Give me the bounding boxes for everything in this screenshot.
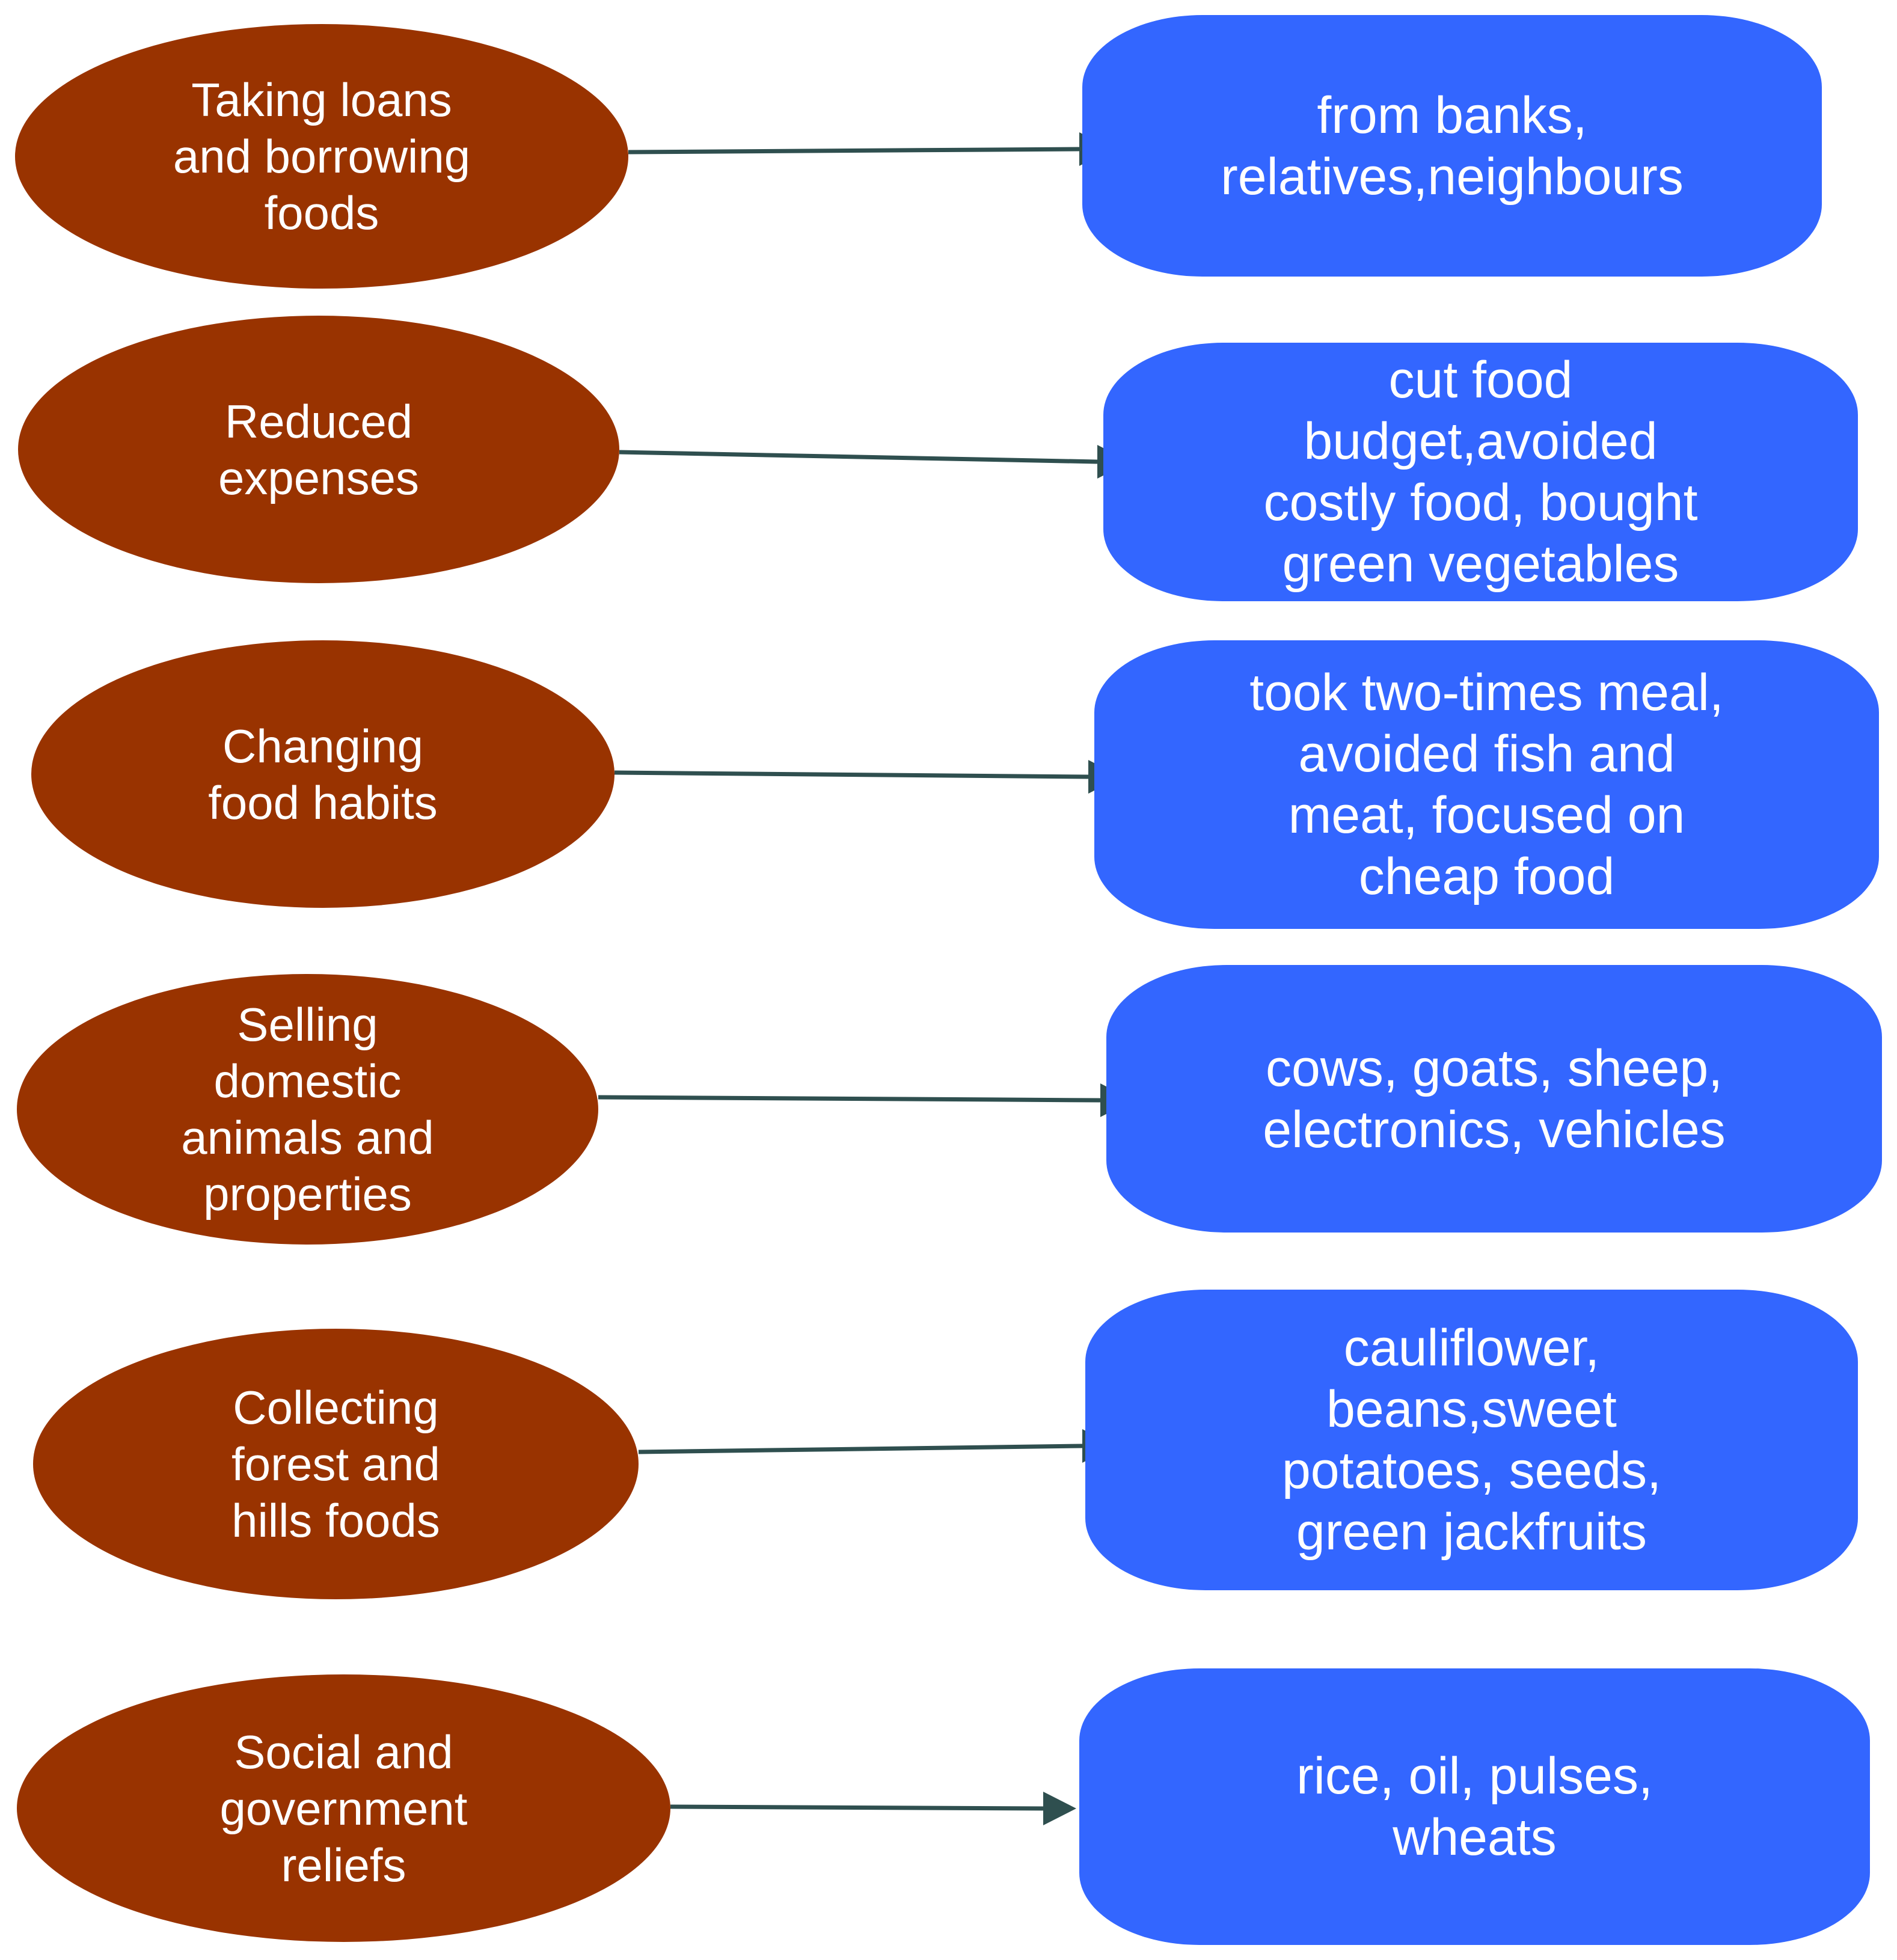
strategy-node-loans: Taking loans and borrowing foods [15, 24, 628, 289]
strategy-node-reliefs: Social and government reliefs [17, 1674, 670, 1942]
strategy-node-reduced-expenses: Reduced expenses [18, 316, 619, 583]
example-label: cut food budget,avoided costly food, bou… [1263, 351, 1698, 593]
strategy-label: Reduced expenses [218, 394, 419, 504]
example-label: cows, goats, sheep, electronics, vehicle… [1263, 1039, 1726, 1159]
strategy-label: Collecting forest and hills foods [231, 1381, 440, 1547]
strategy-label: Taking loans and borrowing foods [173, 73, 471, 239]
connector-arrow-5 [638, 1444, 1083, 1454]
connector-arrow-1 [628, 147, 1080, 155]
example-label: took two-times meal, avoided fish and me… [1249, 664, 1724, 905]
strategy-node-food-habits: Changing food habits [31, 640, 614, 908]
example-node-loans: from banks, relatives,neighbours [1082, 15, 1822, 277]
example-node-reliefs: rice, oil, pulses, wheats [1079, 1668, 1870, 1945]
example-node-reduced-expenses: cut food budget,avoided costly food, bou… [1103, 343, 1858, 601]
strategy-label: Changing food habits [208, 719, 438, 829]
connector-arrow-3 [614, 770, 1089, 779]
example-label: rice, oil, pulses, wheats [1296, 1747, 1653, 1866]
strategy-node-selling: Selling domestic animals and properties [17, 974, 598, 1245]
connector-arrow-6 [670, 1804, 1044, 1811]
arrowhead-6 [1043, 1792, 1076, 1825]
example-label: cauliflower, beans,sweet potatoes, seeds… [1281, 1319, 1662, 1561]
strategy-node-forest-foods: Collecting forest and hills foods [33, 1329, 639, 1599]
strategy-label: Selling domestic animals and properties [181, 998, 434, 1220]
example-label: from banks, relatives,neighbours [1221, 86, 1684, 206]
strategy-label: Social and government reliefs [219, 1725, 468, 1891]
connector-arrow-2 [619, 450, 1098, 464]
example-node-selling: cows, goats, sheep, electronics, vehicle… [1106, 965, 1882, 1233]
example-node-food-habits: took two-times meal, avoided fish and me… [1094, 640, 1879, 929]
connector-arrow-4 [598, 1095, 1101, 1103]
example-node-forest-foods: cauliflower, beans,sweet potatoes, seeds… [1085, 1290, 1858, 1590]
